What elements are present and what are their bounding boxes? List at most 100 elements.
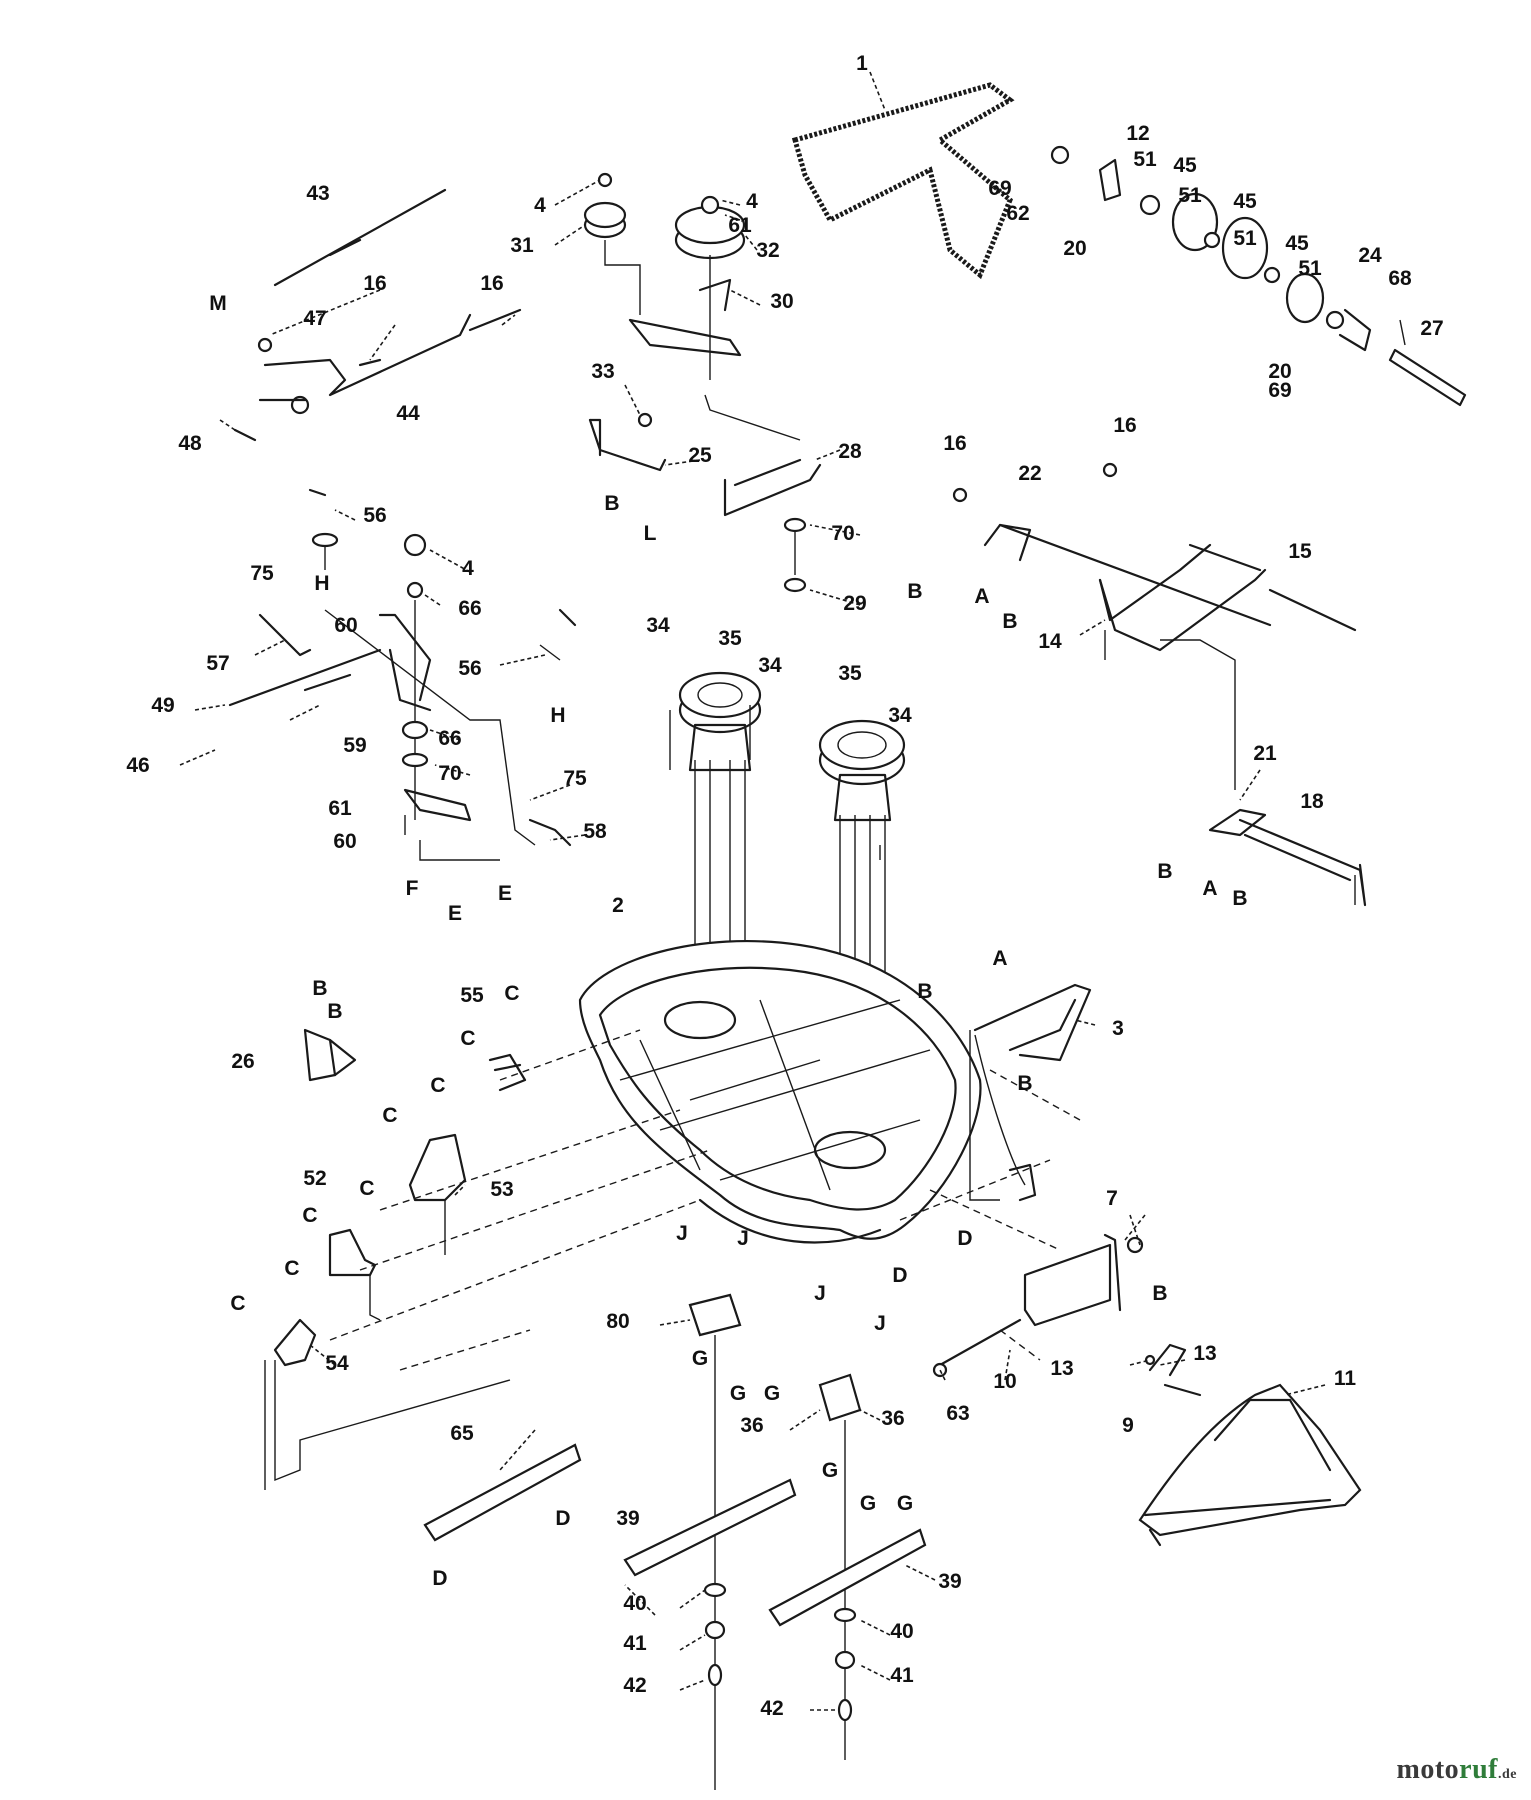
callout-21-1: 21 <box>1253 742 1277 765</box>
mower-deck <box>329 939 1081 1371</box>
callout-39-2: 39 <box>938 1570 961 1593</box>
callout-70-2: 70 <box>438 762 461 785</box>
callout-36-1: 36 <box>740 1414 763 1437</box>
connector-C-3: C <box>430 1074 445 1097</box>
connector-B-8: B <box>327 1000 342 1023</box>
callout-28-1: 28 <box>838 440 862 463</box>
callout-57-1: 57 <box>206 652 229 675</box>
callout-32-1: 32 <box>756 239 779 262</box>
callout-14-1: 14 <box>1038 630 1062 653</box>
connector-A-1: A <box>974 585 989 608</box>
callout-63-1: 63 <box>946 1402 969 1425</box>
callout-51-3: 51 <box>1233 227 1257 250</box>
callout-10-1: 10 <box>993 1370 1016 1393</box>
callout-35-1: 35 <box>718 627 742 650</box>
left-linkage-group <box>228 488 577 861</box>
connector-C-6: C <box>302 1204 317 1227</box>
connector-E-1: E <box>448 902 462 925</box>
callout-69-1: 69 <box>988 177 1011 200</box>
callout-30-1: 30 <box>770 290 793 313</box>
callout-42-1: 42 <box>623 1674 646 1697</box>
callout-11-1: 11 <box>1334 1367 1357 1390</box>
connector-J-4: J <box>874 1312 886 1335</box>
callout-13-1: 13 <box>1050 1357 1073 1380</box>
callout-34-3: 34 <box>888 704 912 727</box>
callout-51-1: 51 <box>1133 148 1157 171</box>
lower-spindles-blades <box>423 1293 927 1790</box>
connector-C-4: C <box>382 1104 397 1127</box>
connector-D-2: D <box>892 1264 907 1287</box>
callout-80-1: 80 <box>606 1310 629 1333</box>
callout-16-1: 16 <box>363 272 386 295</box>
bracket-7-rod-10 <box>932 1233 1144 1378</box>
callout-25-1: 25 <box>688 444 712 467</box>
callout-40-1: 40 <box>623 1592 646 1615</box>
callout-41-2: 41 <box>890 1664 914 1687</box>
connector-G-5: G <box>860 1492 876 1515</box>
clutch-assembly <box>1050 145 1467 407</box>
callout-51-4: 51 <box>1298 257 1322 280</box>
callout-15-1: 15 <box>1288 540 1312 563</box>
connector-H-2: H <box>550 704 565 727</box>
callout-56-2: 56 <box>458 657 481 680</box>
connector-A-3: A <box>1202 877 1217 900</box>
connector-B-9: B <box>1157 860 1172 883</box>
callout-40-2: 40 <box>890 1620 913 1643</box>
callout-46-1: 46 <box>126 754 149 777</box>
callout-16-3: 16 <box>943 432 966 455</box>
callout-52-1: 52 <box>303 1167 326 1190</box>
connector-C-5: C <box>359 1177 374 1200</box>
callout-61-2: 61 <box>328 797 352 820</box>
callout-29-1: 29 <box>843 592 866 615</box>
callout-65-1: 65 <box>450 1422 474 1445</box>
connector-J-3: J <box>814 1282 826 1305</box>
watermark-part2: ruf <box>1459 1754 1498 1785</box>
callout-24-1: 24 <box>1358 244 1382 267</box>
leader-lines <box>179 71 1326 1711</box>
lift-arm-assembly <box>952 462 1357 790</box>
connector-H-1: H <box>314 572 329 595</box>
callout-34-1: 34 <box>646 614 670 637</box>
deck-brackets <box>264 1028 527 1490</box>
callout-20-2: 20 <box>1268 360 1291 383</box>
callout-53-1: 53 <box>490 1178 513 1201</box>
callout-45-3: 45 <box>1285 232 1309 255</box>
connector-G-6: G <box>897 1492 913 1515</box>
callout-36-2: 36 <box>881 1407 904 1430</box>
callout-70-1: 70 <box>831 522 854 545</box>
connector-E-2: E <box>498 882 512 905</box>
callout-20-1: 20 <box>1063 237 1086 260</box>
idler-pulleys <box>583 172 801 441</box>
callout-60-1: 60 <box>334 614 357 637</box>
connector-B-6: B <box>1152 1282 1167 1305</box>
callout-44-1: 44 <box>396 402 420 425</box>
drive-belt <box>791 82 1015 280</box>
callout-1-1: 1 <box>856 52 868 75</box>
callout-75-2: 75 <box>563 767 587 790</box>
callout-34-2: 34 <box>758 654 782 677</box>
connector-J-1: J <box>676 1222 688 1245</box>
callout-55-1: 55 <box>460 984 484 1007</box>
connector-M-1: M <box>209 292 227 315</box>
callout-41-1: 41 <box>623 1632 647 1655</box>
callout-75-1: 75 <box>250 562 274 585</box>
connector-G-3: G <box>764 1382 780 1405</box>
callout-49-1: 49 <box>151 694 174 717</box>
callout-66-1: 66 <box>458 597 481 620</box>
callout-12-1: 12 <box>1126 122 1149 145</box>
callout-39-1: 39 <box>616 1507 639 1530</box>
connector-C-7: C <box>284 1257 299 1280</box>
connector-B-7: B <box>312 977 327 1000</box>
callout-62-1: 62 <box>1006 202 1029 225</box>
connector-C-2: C <box>460 1027 475 1050</box>
connector-B-2: B <box>907 580 922 603</box>
callout-35-2: 35 <box>838 662 862 685</box>
bracket-3 <box>969 983 1092 1202</box>
callout-4-3: 4 <box>462 557 474 580</box>
callout-27-1: 27 <box>1420 317 1443 340</box>
connector-B-5: B <box>1017 1072 1032 1095</box>
callout-4-1: 4 <box>534 194 546 217</box>
callout-45-2: 45 <box>1233 190 1257 213</box>
